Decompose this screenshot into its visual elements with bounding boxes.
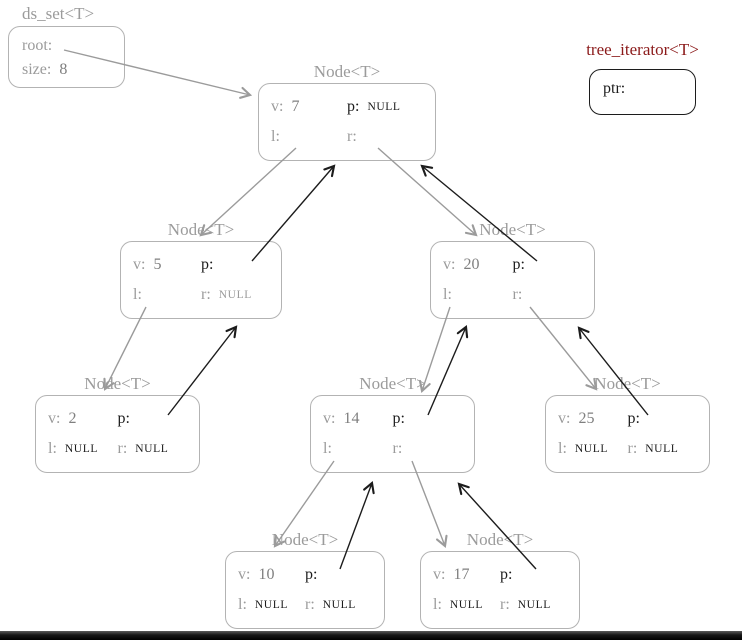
v-label: v:: [48, 410, 61, 427]
ds-set-title: ds_set<T>: [22, 4, 95, 23]
l-label: l:: [323, 440, 332, 457]
node-type-label: Node<T>: [84, 374, 151, 393]
v-value: 14: [343, 410, 360, 427]
v-value: 20: [463, 256, 480, 273]
node-box: v: 10 p: l: NULL r: NULL: [225, 551, 385, 629]
node-box: v: 17 p: l: NULL r: NULL: [420, 551, 580, 629]
p-label: p:: [392, 410, 405, 427]
size-field-label: size:: [22, 61, 52, 78]
r-label: r:: [117, 440, 128, 457]
v-value: 25: [578, 410, 595, 427]
v-label: v:: [558, 410, 571, 427]
p-label: p:: [512, 256, 525, 273]
r-label: r:: [500, 596, 510, 613]
tree-iterator-title: tree_iterator<T>: [586, 40, 699, 59]
node-type-label: Node<T>: [167, 220, 235, 239]
l-label: l:: [433, 596, 442, 613]
l-value: NULL: [64, 443, 98, 455]
l-label: l:: [271, 128, 280, 145]
p-label: p:: [500, 566, 513, 583]
l-label: l:: [443, 286, 452, 303]
v-label: v:: [323, 410, 336, 427]
v-label: v:: [238, 566, 251, 583]
tree-node-14: Node<T> v: 14 p: l: r:: [310, 374, 475, 473]
l-label: l:: [558, 440, 567, 457]
node-type-label: Node<T>: [271, 530, 339, 549]
r-label: r:: [201, 286, 211, 303]
tree-node-20: Node<T> v: 20 p: l: r:: [430, 220, 595, 319]
v-label: v:: [133, 256, 146, 273]
ds-set-struct: ds_set<T> root: size: 8: [8, 4, 125, 88]
v-value: 10: [258, 566, 275, 583]
l-value: NULL: [449, 599, 483, 611]
node-type-label: Node<T>: [313, 62, 381, 81]
v-value: 17: [453, 566, 470, 583]
window-bottom-edge: [0, 631, 742, 640]
p-value: NULL: [367, 101, 401, 113]
v-label: v:: [271, 98, 284, 115]
p-label: p:: [117, 410, 130, 427]
tree-node-17: Node<T> v: 17 p: l: NULL r: NULL: [420, 530, 580, 629]
r-value: NULL: [322, 599, 356, 611]
root-field-label: root:: [22, 37, 53, 54]
node-box: v: 25 p: l: NULL r: NULL: [545, 395, 710, 473]
r-label: r:: [347, 128, 357, 145]
tree-node-25: Node<T> v: 25 p: l: NULL r: NULL: [545, 374, 710, 473]
tree-iterator-box: ptr:: [589, 69, 696, 115]
r-value: NULL: [135, 443, 169, 455]
r-value: NULL: [517, 599, 551, 611]
v-value: 7: [291, 98, 300, 115]
tree-node-5: Node<T> v: 5 p: l: r: NULL: [120, 220, 282, 319]
size-value: 8: [59, 61, 68, 78]
l-value: NULL: [574, 443, 608, 455]
node-box: v: 2 p: l: NULL r: NULL: [35, 395, 200, 473]
r-value: NULL: [218, 289, 252, 301]
p-label: p:: [201, 256, 214, 273]
tree-node-7: Node<T> v: 7 p: NULL l: r:: [258, 62, 436, 161]
l-label: l:: [133, 286, 142, 303]
ptr-field-label: ptr:: [603, 80, 626, 97]
tree-node-2: Node<T> v: 2 p: l: NULL r: NULL: [35, 374, 200, 473]
node-box: v: 5 p: l: r: NULL: [120, 241, 282, 319]
node-type-label: Node<T>: [479, 220, 546, 239]
p-label: p:: [627, 410, 640, 427]
ds-set-box: root: size: 8: [8, 26, 125, 88]
p-label: p:: [347, 98, 360, 115]
l-value: NULL: [254, 599, 288, 611]
node-box: v: 14 p: l: r:: [310, 395, 475, 473]
v-value: 5: [153, 256, 162, 273]
r-label: r:: [392, 440, 403, 457]
tree-iterator-struct: tree_iterator<T> ptr:: [565, 40, 720, 115]
node-box: v: 20 p: l: r:: [430, 241, 595, 319]
v-label: v:: [443, 256, 456, 273]
tree-node-10: Node<T> v: 10 p: l: NULL r: NULL: [225, 530, 385, 629]
node-type-label: Node<T>: [594, 374, 661, 393]
r-label: r:: [512, 286, 523, 303]
l-label: l:: [48, 440, 57, 457]
p-label: p:: [305, 566, 318, 583]
l-label: l:: [238, 596, 247, 613]
node-type-label: Node<T>: [359, 374, 426, 393]
r-label: r:: [305, 596, 315, 613]
r-value: NULL: [645, 443, 679, 455]
v-label: v:: [433, 566, 446, 583]
r-label: r:: [627, 440, 638, 457]
v-value: 2: [68, 410, 77, 427]
node-box: v: 7 p: NULL l: r:: [258, 83, 436, 161]
node-type-label: Node<T>: [466, 530, 534, 549]
